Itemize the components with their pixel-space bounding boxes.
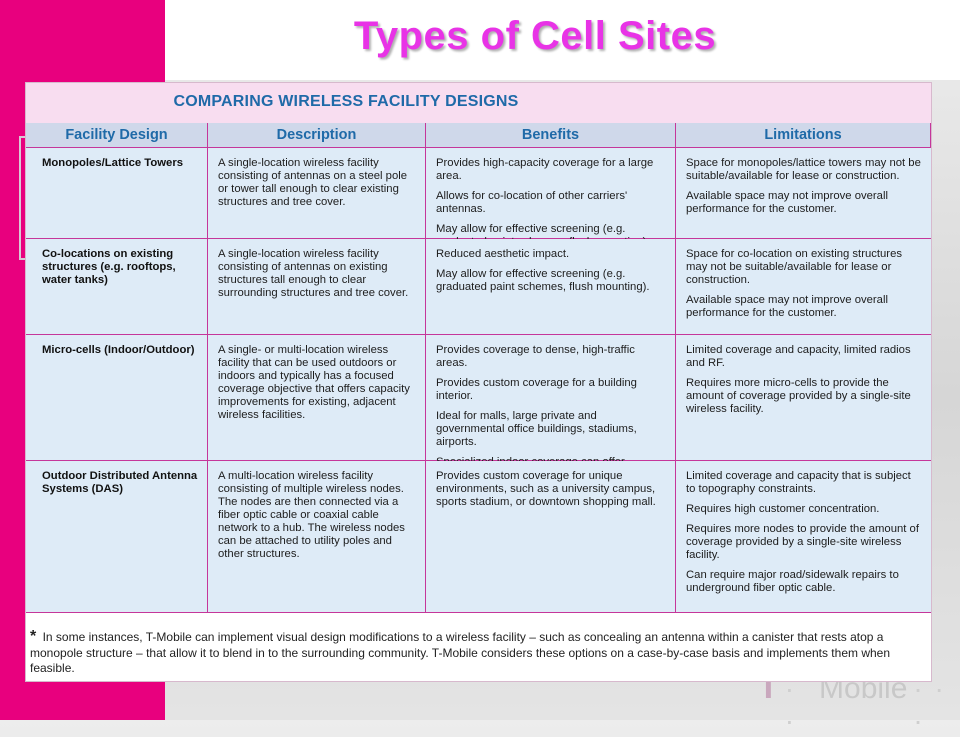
limitation-item: Available space may not improve overall … bbox=[686, 294, 888, 319]
benefit-item: Reduced aesthetic impact. bbox=[436, 248, 570, 260]
footnote: * In some instances, T-Mobile can implem… bbox=[30, 629, 930, 677]
column-header-benefits: Benefits bbox=[426, 123, 676, 148]
table-row-design: Micro-cells (Indoor/Outdoor) bbox=[26, 335, 208, 461]
limitation-item: Requires high customer concentration. bbox=[686, 503, 880, 515]
table-row-design: Outdoor Distributed Antenna Systems (DAS… bbox=[26, 461, 208, 613]
benefit-item: Provides custom coverage for a building … bbox=[436, 377, 637, 402]
limitation-item: Can require major road/sidewalk repairs … bbox=[686, 569, 899, 594]
footnote-marker: * bbox=[30, 628, 37, 645]
limitation-item: Space for monopoles/lattice towers may n… bbox=[686, 157, 921, 182]
slide-title: Types of Cell Sites bbox=[353, 14, 717, 58]
benefit-item: Provides coverage to dense, high-traffic… bbox=[436, 344, 635, 369]
comparison-table: Facility Design Description Benefits Lim… bbox=[26, 123, 931, 613]
column-header-description: Description bbox=[208, 123, 426, 148]
logo-trail: · · · bbox=[913, 673, 946, 736]
benefit-item: Allows for co-location of other carriers… bbox=[436, 190, 628, 215]
table-row-benefits: Reduced aesthetic impact. May allow for … bbox=[426, 239, 676, 335]
description-text: A single- or multi-location wireless fac… bbox=[218, 344, 410, 421]
column-header-facility-design: Facility Design bbox=[26, 123, 208, 148]
table-row-description: A single-location wireless facility cons… bbox=[208, 148, 426, 239]
comparison-table-panel: COMPARING WIRELESS FACILITY DESIGNS Faci… bbox=[25, 82, 932, 682]
benefit-item: Provides custom coverage for unique envi… bbox=[436, 470, 656, 508]
table-row-limitations: Limited coverage and capacity that is su… bbox=[676, 461, 931, 613]
table-row-description: A single-location wireless facility cons… bbox=[208, 239, 426, 335]
benefit-item: Provides high-capacity coverage for a la… bbox=[436, 157, 654, 182]
table-title: COMPARING WIRELESS FACILITY DESIGNS bbox=[173, 93, 519, 110]
table-row-limitations: Limited coverage and capacity, limited r… bbox=[676, 335, 931, 461]
table-row-benefits: Provides high-capacity coverage for a la… bbox=[426, 148, 676, 248]
description-text: A multi-location wireless facility consi… bbox=[218, 470, 405, 560]
description-text: A single-location wireless facility cons… bbox=[218, 248, 409, 299]
limitation-item: Limited coverage and capacity, limited r… bbox=[686, 344, 911, 369]
footnote-text: In some instances, T-Mobile can implemen… bbox=[30, 630, 891, 675]
table-row-design: Co-locations on existing structures (e.g… bbox=[26, 239, 208, 335]
limitation-item: Limited coverage and capacity that is su… bbox=[686, 470, 911, 495]
table-row-design: Monopoles/Lattice Towers bbox=[26, 148, 208, 239]
limitation-item: Requires more nodes to provide the amoun… bbox=[686, 523, 919, 561]
table-row-limitations: Space for co-location on existing struct… bbox=[676, 239, 931, 335]
limitation-item: Requires more micro-cells to provide the… bbox=[686, 377, 911, 415]
description-text: A single-location wireless facility cons… bbox=[218, 157, 408, 208]
logo-dots: · · bbox=[784, 673, 797, 736]
table-title-bar: COMPARING WIRELESS FACILITY DESIGNS bbox=[26, 83, 931, 124]
limitation-item: Space for co-location on existing struct… bbox=[686, 248, 903, 286]
title-band bbox=[165, 0, 960, 80]
table-row-benefits: Provides custom coverage for unique envi… bbox=[426, 461, 676, 613]
table-row-limitations: Space for monopoles/lattice towers may n… bbox=[676, 148, 931, 239]
benefit-item: Ideal for malls, large private and gover… bbox=[436, 410, 637, 448]
column-header-limitations: Limitations bbox=[676, 123, 931, 148]
table-row-description: A single- or multi-location wireless fac… bbox=[208, 335, 426, 461]
table-row-description: A multi-location wireless facility consi… bbox=[208, 461, 426, 613]
benefit-item: May allow for effective screening (e.g. … bbox=[436, 268, 650, 293]
limitation-item: Available space may not improve overall … bbox=[686, 190, 888, 215]
table-row-benefits: Provides coverage to dense, high-traffic… bbox=[426, 335, 676, 481]
